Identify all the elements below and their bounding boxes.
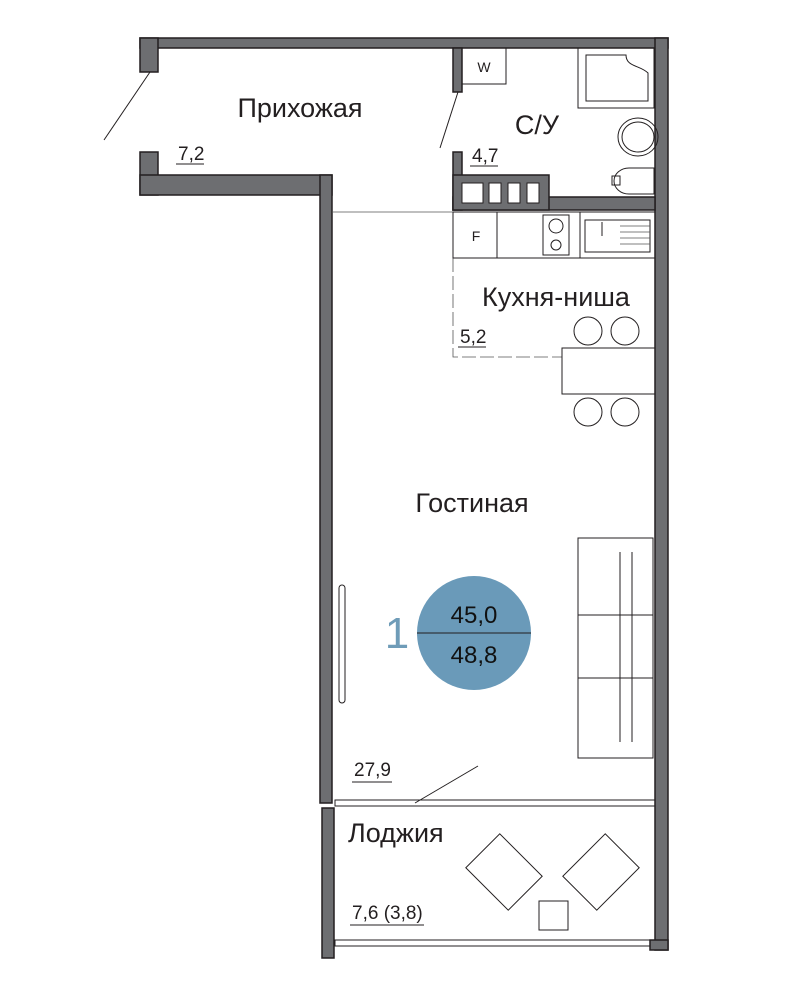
room-area-bathroom: 4,7	[472, 146, 498, 167]
room-area-living: 27,9	[354, 760, 391, 781]
room-name-kitchen: Кухня-ниша	[482, 282, 631, 312]
room-area-kitchen: 5,2	[460, 327, 486, 348]
svg-text:W: W	[477, 59, 491, 75]
sofa	[577, 537, 654, 759]
room-name-living: Гостиная	[415, 488, 528, 518]
bathtub	[577, 47, 655, 109]
loggia-chairs	[465, 833, 640, 931]
svg-text:F: F	[472, 228, 481, 244]
vent-shafts	[461, 182, 540, 204]
walls	[139, 37, 669, 959]
glazing	[334, 799, 656, 947]
kitchen-counter: F	[452, 211, 656, 259]
room-area-hallway: 7,2	[178, 144, 204, 165]
room-name-bathroom: С/У	[515, 110, 560, 140]
washbasin	[617, 117, 659, 157]
room-area-loggia: 7,6 (3,8)	[352, 903, 423, 924]
loggia-door	[414, 765, 479, 804]
apartment-badge: 1 45,0 48,8	[385, 576, 531, 690]
washer: W	[461, 47, 507, 85]
entrance-door	[103, 71, 151, 141]
apartment-number: 1	[385, 609, 409, 658]
room-name-hallway: Прихожая	[237, 93, 362, 123]
living-area: 45,0	[451, 602, 498, 629]
room-name-loggia: Лоджия	[348, 818, 444, 848]
total-area: 48,8	[451, 642, 498, 669]
toilet	[611, 167, 655, 195]
bathroom-door	[439, 91, 459, 149]
dining-set	[561, 316, 656, 427]
mirror	[338, 584, 346, 704]
